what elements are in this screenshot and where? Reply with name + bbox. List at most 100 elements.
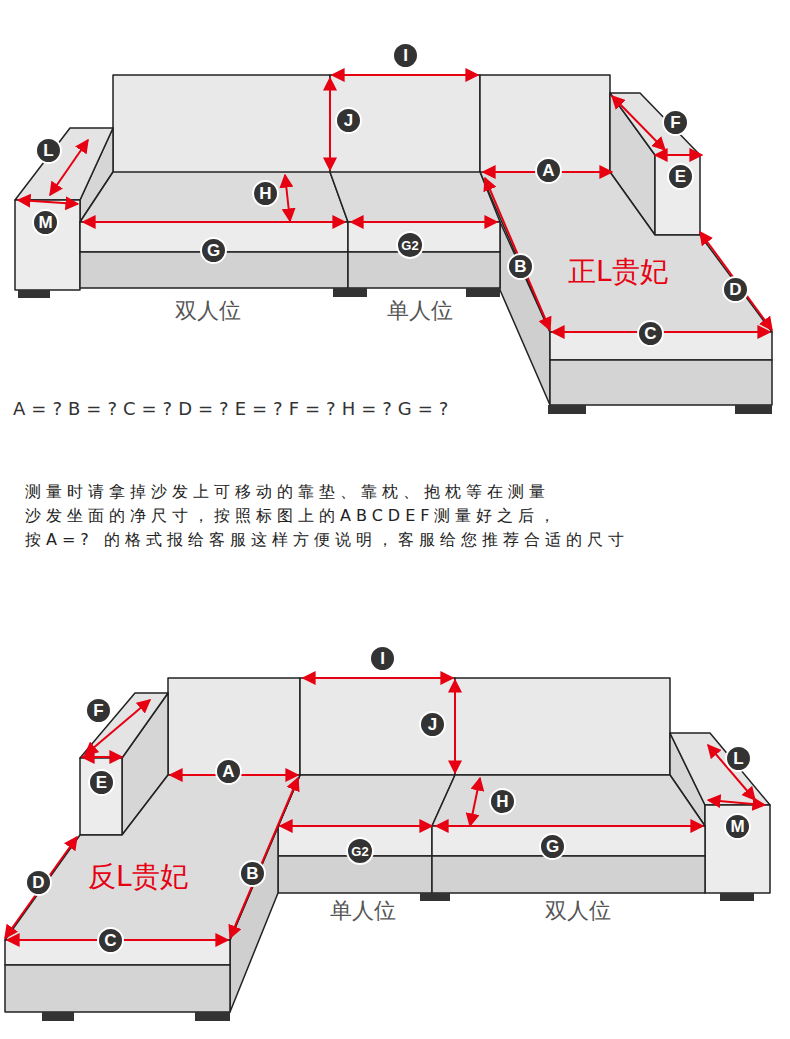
dimension-arrow <box>83 221 345 223</box>
callout-letter: C <box>637 320 664 347</box>
callout-letter: H <box>252 180 279 207</box>
dimension-arrow <box>700 232 772 330</box>
callout-letter: B <box>239 860 266 887</box>
leg <box>420 893 450 901</box>
callout-letter: L <box>35 137 62 164</box>
callout-text: G <box>546 838 559 855</box>
callout-letter: H <box>489 788 516 815</box>
chaise-seat <box>480 172 772 332</box>
callout-text: M <box>730 818 744 835</box>
callout-letter: I <box>369 645 396 672</box>
callout-text: F <box>93 702 103 719</box>
instruction-note: 沙发坐面的净尺寸，按照标图上的ABCDEF测量好之后， <box>25 506 560 525</box>
back-cushion <box>300 678 455 775</box>
leg <box>18 290 50 298</box>
dimension-arrow <box>230 778 298 938</box>
callout-text: G <box>207 242 220 259</box>
callout-letter: I <box>392 42 419 69</box>
dimension-arrow <box>280 825 432 827</box>
chaise-base <box>550 360 772 405</box>
callout-letter: D <box>722 276 749 303</box>
dimension-arrows <box>18 75 772 332</box>
arm-top <box>80 693 168 758</box>
callout-letter: J <box>419 711 446 738</box>
chaise-base <box>5 965 230 1012</box>
callout-letter: B <box>507 253 534 280</box>
seat-top <box>278 775 455 826</box>
callout-letter: M <box>32 209 59 236</box>
dimension-arrow <box>85 700 150 755</box>
leg <box>735 405 772 414</box>
dimension-arrow <box>329 78 331 170</box>
callout-text: B <box>514 258 526 275</box>
instruction-note: 按A=? 的格式报给客服这样方便说明，客服给您推荐合适的尺寸 <box>25 530 629 549</box>
dimension-arrow <box>82 756 122 758</box>
callout-letter: G2 <box>346 837 374 865</box>
sofa-type-title: 正L贵妃 <box>568 255 668 289</box>
seat-top <box>432 775 705 826</box>
dimension-arrows <box>5 678 765 940</box>
arm-front <box>15 200 80 290</box>
dimension-arrow <box>332 74 478 76</box>
arm-top <box>610 93 700 155</box>
seat-name: 单人位 <box>387 298 453 324</box>
callout-text: I <box>403 47 408 64</box>
callout-letter: G <box>200 237 227 264</box>
dimension-arrow <box>708 800 765 805</box>
callout-letter: M <box>724 813 751 840</box>
callout-text: G2 <box>351 845 368 858</box>
callout-text: L <box>43 142 53 159</box>
callout-letter: G <box>539 833 566 860</box>
callout-text: F <box>670 114 680 131</box>
dimension-arrow <box>454 680 456 773</box>
legs <box>42 893 754 1021</box>
dimension-arrow <box>436 825 703 827</box>
callout-text: E <box>96 774 107 791</box>
callout-letter: A <box>215 758 242 785</box>
callout-text: J <box>428 716 437 733</box>
callout-text: M <box>38 214 52 231</box>
callout-letter: F <box>662 109 689 136</box>
arm-top <box>670 733 770 805</box>
seat-base <box>348 252 500 288</box>
leg <box>42 1012 74 1021</box>
instruction-note: 测量时请拿掉沙发上可移动的靠垫、靠枕、抱枕等在测量 <box>25 482 550 501</box>
callout-letter: F <box>85 697 112 724</box>
callout-text: H <box>496 793 508 810</box>
callout-text: E <box>675 168 686 185</box>
callout-letter: E <box>667 163 694 190</box>
sofa-type-title: 反L贵妃 <box>88 860 188 894</box>
callout-text: G2 <box>401 239 418 252</box>
callout-letter: L <box>725 745 752 772</box>
callout-letter: C <box>97 927 124 954</box>
measure-formula: A=?B=?C=?D=?E=?F=?H=?G=? <box>13 398 454 420</box>
callout-letter: E <box>88 769 115 796</box>
dimension-arrow <box>470 778 480 826</box>
callout-text: D <box>32 874 44 891</box>
back-cushion <box>113 75 330 175</box>
callout-letter: D <box>25 869 52 896</box>
leg <box>333 288 367 297</box>
seat-front <box>348 222 500 252</box>
seat-base <box>432 856 705 893</box>
chaise-seat <box>5 775 300 940</box>
seat-front <box>432 826 705 856</box>
callout-text: A <box>542 162 554 179</box>
dimension-arrow <box>485 178 550 330</box>
dimension-arrow <box>303 677 453 679</box>
callout-text: I <box>380 650 385 667</box>
callout-text: A <box>222 763 234 780</box>
dimension-arrow <box>18 200 78 204</box>
leg <box>466 288 500 297</box>
seat-name: 双人位 <box>175 298 241 324</box>
callout-letter: A <box>535 157 562 184</box>
callout-text: D <box>729 281 741 298</box>
arm-front <box>655 155 700 235</box>
top-sofa <box>15 75 772 405</box>
seat-name: 单人位 <box>330 898 396 924</box>
leg <box>548 405 586 414</box>
dimension-arrow <box>351 221 497 223</box>
seat-top <box>80 172 348 222</box>
bottom-sofa <box>5 678 770 1012</box>
dimension-arrow <box>612 96 665 150</box>
